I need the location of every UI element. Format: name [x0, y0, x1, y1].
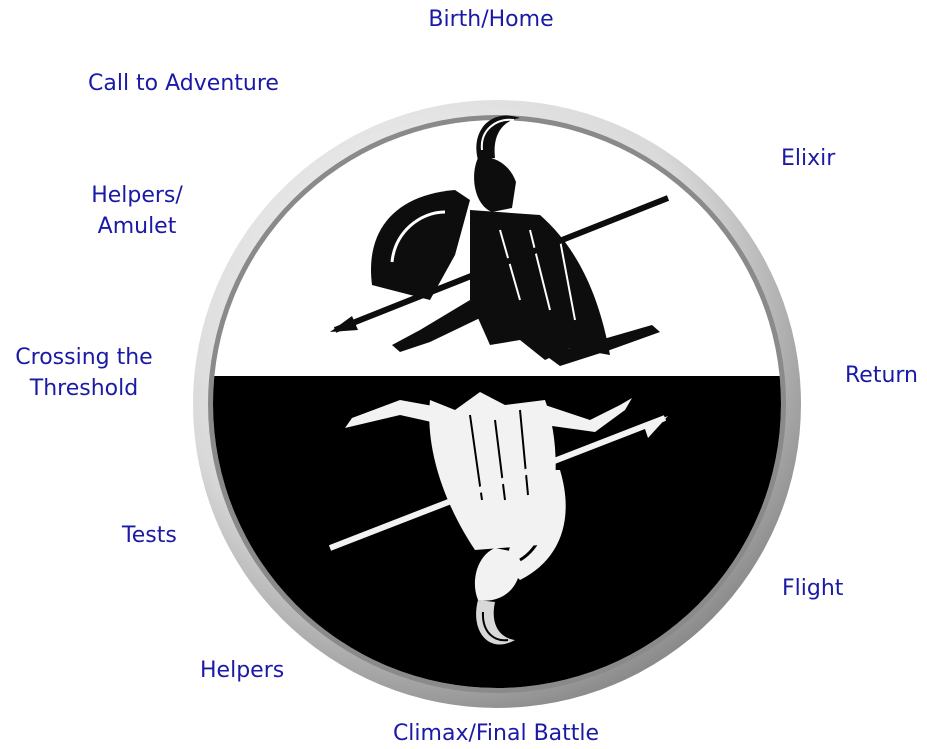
stage-label-elixir: Elixir [781, 143, 835, 174]
stage-label-helpers-amulet-line1: Helpers/ [91, 180, 183, 211]
stage-label-crossing-threshold: Crossing the Threshold [15, 342, 152, 404]
stage-label-helpers-amulet-line2: Amulet [91, 211, 183, 242]
stage-label-call-to-adventure: Call to Adventure [88, 68, 279, 99]
stage-label-climax-final-battle: Climax/Final Battle [393, 718, 599, 749]
stage-label-flight: Flight [782, 573, 843, 604]
stage-label-return: Return [845, 360, 918, 391]
stage-label-helpers: Helpers [200, 655, 284, 686]
stage-label-tests: Tests [122, 520, 177, 551]
stage-label-crossing-line2: Threshold [15, 373, 152, 404]
stage-label-birth-home: Birth/Home [428, 4, 553, 35]
stage-label-crossing-line1: Crossing the [15, 342, 152, 373]
stage-label-helpers-amulet: Helpers/ Amulet [91, 180, 183, 242]
